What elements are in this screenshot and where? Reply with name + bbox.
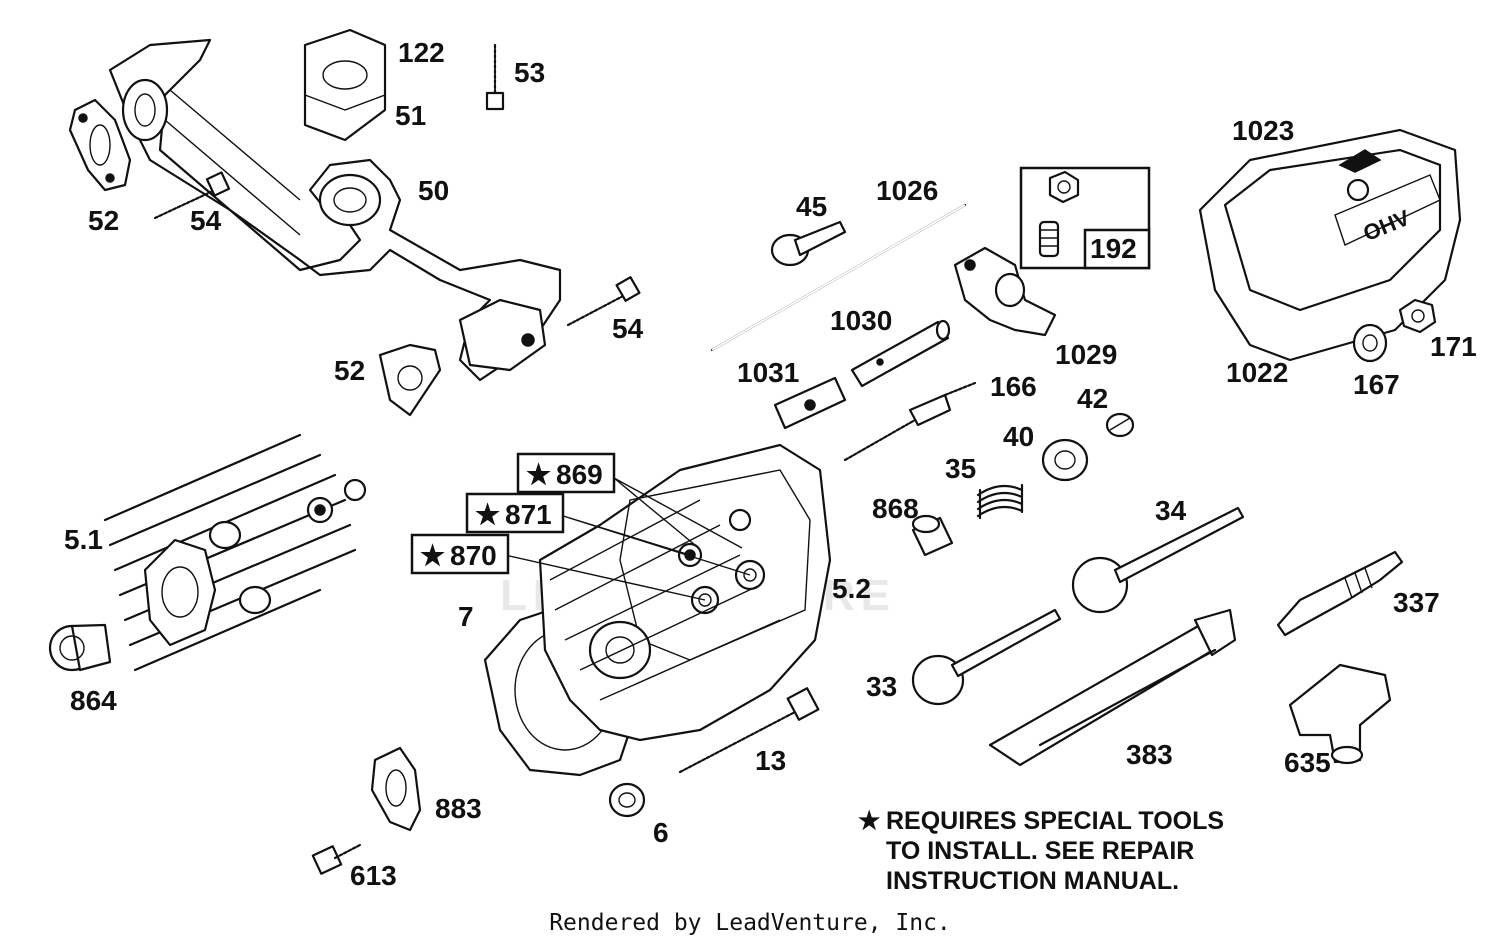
rocker-1029-drawing xyxy=(953,246,1057,337)
label-1023: 1023 xyxy=(1232,115,1294,146)
note-line-2: TO INSTALL. SEE REPAIR xyxy=(886,837,1195,865)
label-52-lower: 52 xyxy=(334,355,365,386)
parts-167-171-drawing xyxy=(1352,298,1437,363)
valve-33-drawing xyxy=(911,608,1062,706)
bolt-613-drawing xyxy=(311,843,362,875)
note-line-1: REQUIRES SPECIAL TOOLS xyxy=(886,807,1225,835)
label-383: 383 xyxy=(1126,739,1173,770)
special-tools-note: ★REQUIRES SPECIAL TOOLS TO INSTALL. SEE … xyxy=(858,806,1224,896)
label-6: 6 xyxy=(653,817,669,848)
cylinder-head-5-1-drawing xyxy=(103,433,367,672)
star-symbol: ★ xyxy=(526,459,551,490)
star-symbol: ★ xyxy=(420,540,445,571)
label-42: 42 xyxy=(1077,383,1108,414)
note-line-3: INSTRUCTION MANUAL. xyxy=(886,867,1180,895)
label-613: 613 xyxy=(350,860,397,891)
star-symbol: ★ xyxy=(858,807,881,835)
kit-192-box xyxy=(1019,166,1151,270)
label-34: 34 xyxy=(1155,495,1187,526)
label-166: 166 xyxy=(990,371,1037,402)
bolt-54-upper-drawing xyxy=(153,171,231,220)
label-171: 171 xyxy=(1430,331,1477,362)
boxed-label-869: ★ 869 xyxy=(516,452,616,494)
label-871: 871 xyxy=(505,499,552,530)
label-167: 167 xyxy=(1353,369,1400,400)
push-rod-1026-drawing xyxy=(710,203,967,352)
label-13: 13 xyxy=(755,745,786,776)
boxed-label-871: ★ 871 xyxy=(465,492,565,534)
label-52-upper: 52 xyxy=(88,205,119,236)
spring-35-drawing xyxy=(976,483,1024,520)
label-337: 337 xyxy=(1393,587,1440,618)
label-635: 635 xyxy=(1284,747,1331,778)
label-50: 50 xyxy=(418,175,449,206)
gasket-883-drawing xyxy=(370,746,422,832)
star-symbol: ★ xyxy=(475,499,500,530)
label-192: 192 xyxy=(1090,233,1137,264)
part-868-drawing xyxy=(911,514,954,557)
label-883: 883 xyxy=(435,793,482,824)
label-35: 35 xyxy=(945,453,976,484)
footer-credit: Rendered by LeadVenture, Inc. xyxy=(549,910,951,936)
label-1031: 1031 xyxy=(737,357,799,388)
label-33: 33 xyxy=(866,671,897,702)
label-1030: 1030 xyxy=(830,305,892,336)
label-53: 53 xyxy=(514,57,545,88)
intake-manifold-drawing xyxy=(108,38,562,382)
gasket-52-upper-drawing xyxy=(68,98,132,192)
label-54-lower: 54 xyxy=(612,313,644,344)
callout-lines xyxy=(504,477,751,601)
label-1026: 1026 xyxy=(876,175,938,206)
part-1030-drawing xyxy=(850,319,951,388)
bolt-13-drawing xyxy=(678,687,820,774)
bolt-53-drawing xyxy=(485,43,505,111)
spark-plug-337-drawing xyxy=(1276,550,1404,637)
label-7: 7 xyxy=(458,601,474,632)
label-122: 122 xyxy=(398,37,445,68)
boxed-label-870: ★ 870 xyxy=(410,533,510,575)
washer-40-drawing xyxy=(1041,438,1089,482)
valve-34-drawing xyxy=(1071,506,1245,614)
label-868: 868 xyxy=(872,493,919,524)
gasket-52-lower-drawing xyxy=(378,343,442,417)
label-54-upper: 54 xyxy=(190,205,222,236)
label-1029: 1029 xyxy=(1055,339,1117,370)
stud-166-drawing xyxy=(843,381,977,462)
label-869: 869 xyxy=(556,459,603,490)
part-42-drawing xyxy=(1105,412,1135,438)
label-864: 864 xyxy=(70,685,117,716)
label-5-2: 5.2 xyxy=(832,573,871,604)
part-45-drawing xyxy=(770,220,847,267)
label-5-1: 5.1 xyxy=(64,524,103,555)
boot-635-drawing xyxy=(1288,663,1392,765)
label-45: 45 xyxy=(796,191,827,222)
label-870: 870 xyxy=(450,540,497,571)
tool-383-drawing xyxy=(988,608,1237,767)
label-40: 40 xyxy=(1003,421,1034,452)
washer-6-drawing xyxy=(608,782,646,818)
label-1022: 1022 xyxy=(1226,357,1288,388)
valve-cover-1023-drawing: OHV xyxy=(1198,128,1462,362)
label-51: 51 xyxy=(395,100,426,131)
bolt-54-lower-drawing xyxy=(566,276,641,327)
part-1031-drawing xyxy=(773,376,847,430)
spacer-51-drawing xyxy=(303,28,387,142)
part-864-drawing xyxy=(48,623,112,672)
